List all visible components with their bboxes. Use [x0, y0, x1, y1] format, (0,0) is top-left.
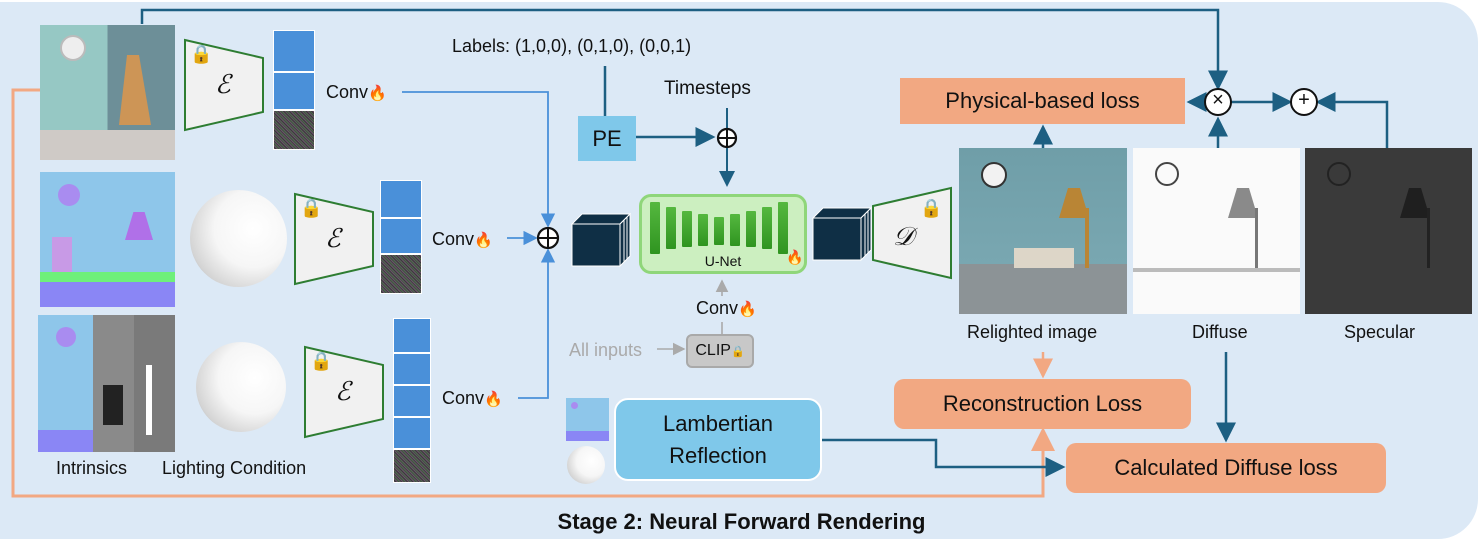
- intrinsics-table: [38, 430, 93, 452]
- lock-icon: 🔒: [300, 198, 323, 218]
- wire-lambertian-to-diffuseloss: [822, 438, 1066, 477]
- encoder-row1: [184, 38, 264, 132]
- conv-label-row2: Conv🔥: [432, 229, 493, 249]
- lambertian-normal-thumb: [566, 398, 609, 441]
- normal-map-image: [40, 172, 175, 307]
- lighting-sphere-row3: [196, 342, 286, 432]
- encoder-symbol: ℰ: [325, 224, 341, 254]
- multiply-node: [1204, 88, 1232, 116]
- fire-icon: 🔥: [484, 391, 503, 408]
- calculated-diffuse-loss-box: Calculated Diffuse loss: [1066, 443, 1386, 493]
- physical-based-loss-box: Physical-based loss: [900, 78, 1185, 124]
- wire-conv3-to-sum: [518, 248, 556, 399]
- clock-shape: [60, 35, 86, 61]
- lighting-condition-caption: Lighting Condition: [162, 458, 307, 478]
- all-inputs-label: All inputs: [569, 340, 643, 360]
- lock-icon: 🔒: [920, 198, 943, 218]
- table-shape: [40, 130, 175, 160]
- normal-lamp: [125, 212, 153, 240]
- intrinsics-lamp: [146, 365, 152, 435]
- fire-icon: 🔥: [368, 85, 387, 102]
- intrinsics-object: [103, 385, 123, 425]
- unet-label: U-Net: [704, 253, 742, 269]
- encoder-symbol: ℰ: [335, 377, 351, 407]
- decoder-symbol: 𝒟: [893, 222, 914, 252]
- noisy-latent-cube: [570, 212, 632, 268]
- input-image-row1: [40, 25, 175, 160]
- timesteps-label: Timesteps: [664, 78, 751, 99]
- denoised-latent-cube: [811, 206, 873, 262]
- figure-title: Stage 2: Neural Forward Rendering: [557, 509, 926, 534]
- normal-tabletop: [40, 272, 175, 282]
- conv-label-row1: Conv🔥: [326, 82, 387, 102]
- fire-icon: 🔥: [474, 232, 493, 249]
- specular-caption: Specular: [1344, 322, 1416, 342]
- lambertian-sphere-thumb: [567, 446, 605, 484]
- clip-box: CLIP🔒: [686, 334, 754, 368]
- lock-icon: 🔒: [730, 345, 745, 358]
- normal-frame: [52, 237, 72, 272]
- wire-specular-to-add: [1315, 92, 1389, 148]
- lambertian-line1: Lambertian: [662, 410, 774, 436]
- add-node: [1290, 88, 1318, 116]
- lambertian-line2: Reflection: [669, 442, 767, 468]
- unet-conv-label: Conv🔥: [696, 298, 757, 318]
- fire-icon: 🔥: [738, 301, 757, 318]
- labels-text: Labels: (1,0,0), (0,1,0), (0,0,1): [452, 36, 692, 56]
- add-symbol: +: [1298, 89, 1310, 111]
- encoder-row2: [294, 192, 374, 286]
- normal-circle: [58, 184, 80, 206]
- fire-icon: 🔥: [786, 249, 804, 265]
- specular-image: [1305, 148, 1472, 314]
- wire-orange-loop: [11, 88, 1055, 498]
- lighting-sphere-row2: [190, 190, 287, 287]
- lock-icon: 🔒: [310, 351, 333, 371]
- intrinsics-circle: [56, 327, 76, 347]
- diffuse-caption: Diffuse: [1192, 322, 1248, 342]
- relighted-image: [959, 148, 1127, 314]
- wire-top-to-multiply: [140, 8, 1228, 91]
- encoder-row3: [304, 345, 384, 439]
- lambertian-reflection-box: Lambertian Reflection: [614, 398, 822, 481]
- pe-box: PE: [578, 116, 636, 161]
- lamp-shape: [119, 55, 151, 125]
- relighted-caption: Relighted image: [967, 322, 1098, 342]
- wire-conv1-to-sum: [402, 91, 556, 228]
- normal-table: [40, 282, 175, 307]
- decoder: [872, 186, 952, 280]
- diffuse-image: [1133, 148, 1300, 314]
- intrinsics-image: [38, 315, 175, 452]
- multiply-symbol: ×: [1212, 89, 1224, 111]
- lock-icon: 🔒: [190, 44, 213, 64]
- conv-label-row3: Conv🔥: [442, 388, 503, 408]
- unet-block: U-Net 🔥: [639, 194, 807, 274]
- intrinsics-caption: Intrinsics: [56, 458, 128, 478]
- encoder-symbol: ℰ: [215, 70, 231, 100]
- reconstruction-loss-box: Reconstruction Loss: [894, 379, 1191, 429]
